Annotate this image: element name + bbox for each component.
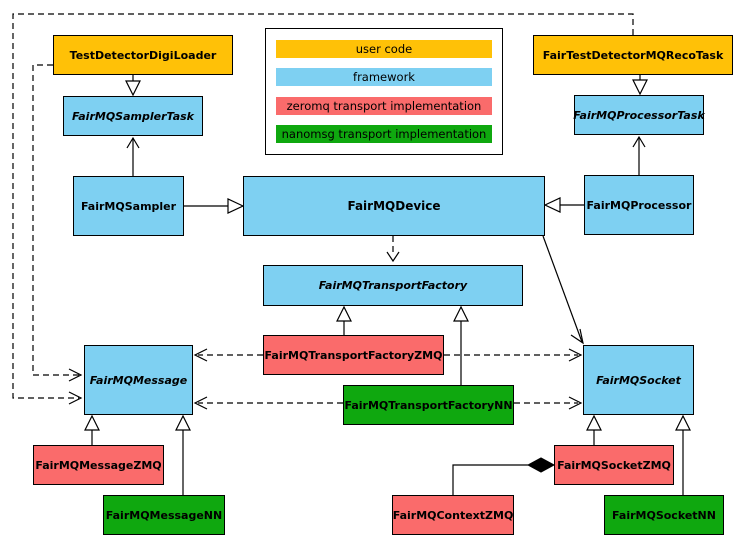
- edge-dashed-digiloader-to-message: [32, 64, 83, 382]
- class-box-fairmqprocessortask: FairMQProcessorTask: [573, 95, 705, 135]
- class-box-fairmqsocketzmq: FairMQSocketZMQ: [554, 445, 674, 485]
- class-label: FairMQContextZMQ: [392, 508, 514, 522]
- class-box-fairmqtransportfactorynn: FairMQTransportFactoryNN: [343, 385, 514, 425]
- edge-inherit-processor-device: [543, 197, 584, 213]
- class-label: FairTestDetectorMQRecoTask: [542, 48, 724, 62]
- legend-item-zeromq: zeromq transport implementation: [276, 96, 492, 115]
- edge-composition-socketzmq-contextzmq: [452, 457, 556, 495]
- class-box-fairmqsampler: FairMQSampler: [73, 176, 184, 236]
- class-box-fairmqcontextzmq: FairMQContextZMQ: [392, 495, 514, 535]
- edge-inherit-socketnn-socket: [675, 414, 691, 495]
- legend-box: user code framework zeromq transport imp…: [265, 28, 503, 155]
- class-box-fairmqmessagezmq: FairMQMessageZMQ: [33, 445, 164, 485]
- class-label: FairMQProcessorTask: [573, 108, 705, 122]
- class-box-fairmqdevice: FairMQDevice: [243, 176, 545, 236]
- class-box-fairmqprocessor: FairMQProcessor: [584, 175, 694, 235]
- edge-inherit-digiloader-samplertask: [125, 75, 141, 97]
- edge-dashed-device-transportfactory: [386, 236, 400, 263]
- edge-inherit-recotask-processortask: [632, 75, 648, 96]
- class-label: FairMQSocketZMQ: [557, 458, 671, 472]
- class-label: FairMQTransportFactoryZMQ: [264, 348, 443, 362]
- edge-inherit-factorynn-transportfactory: [453, 305, 469, 385]
- class-box-fairmqmessage: FairMQMessage: [84, 345, 193, 415]
- edge-assoc-sampler-samplertask: [126, 136, 140, 176]
- edge-dashed-factorynn-socket: [514, 396, 583, 410]
- edge-inherit-messagenn-message: [175, 414, 191, 495]
- edge-dashed-factoryzmq-message: [193, 348, 263, 362]
- class-label: FairMQSocketNN: [612, 508, 716, 522]
- class-label: FairMQDevice: [347, 199, 441, 213]
- edge-inherit-factoryzmq-transportfactory: [336, 305, 352, 335]
- edge-inherit-socketzmq-socket: [586, 414, 602, 445]
- edge-dashed-factoryzmq-socket: [444, 348, 583, 362]
- edge-assoc-device-socket: [542, 235, 584, 345]
- class-label: FairMQSocket: [596, 373, 681, 387]
- class-label: FairMQSamplerTask: [72, 109, 194, 123]
- class-box-fairmqsamplertask: FairMQSamplerTask: [63, 96, 203, 136]
- class-label: FairMQTransportFactory: [318, 279, 468, 292]
- legend-label: framework: [353, 70, 415, 85]
- class-box-testdetectordigiloader: TestDetectorDigiLoader: [53, 35, 233, 75]
- class-label: TestDetectorDigiLoader: [69, 48, 217, 62]
- legend-item-user-code: user code: [276, 39, 492, 58]
- class-label: FairMQTransportFactoryNN: [344, 398, 513, 412]
- legend-item-framework: framework: [276, 68, 492, 87]
- edge-inherit-messagezmq-message: [84, 414, 100, 445]
- class-box-fairmqtransportfactory: FairMQTransportFactory: [263, 265, 523, 306]
- edge-inherit-sampler-device: [184, 198, 245, 214]
- legend-label: zeromq transport implementation: [286, 98, 482, 113]
- class-label: FairMQMessage: [89, 373, 188, 387]
- class-box-fairmqmessagenn: FairMQMessageNN: [103, 495, 225, 535]
- class-label: FairMQProcessor: [586, 198, 692, 212]
- legend-item-nanomsg: nanomsg transport implementation: [276, 125, 492, 144]
- edge-assoc-processor-processortask: [632, 135, 646, 175]
- edge-dashed-recotask-to-message: [12, 13, 634, 405]
- class-box-fairmqsocket: FairMQSocket: [583, 345, 694, 415]
- legend-label: user code: [355, 41, 413, 56]
- legend-label: nanomsg transport implementation: [281, 127, 487, 142]
- class-label: FairMQMessageNN: [105, 508, 223, 522]
- class-box-fairtestdetectormqrecotask: FairTestDetectorMQRecoTask: [533, 35, 733, 75]
- class-box-fairmqtransportfactoryzmq: FairMQTransportFactoryZMQ: [263, 335, 444, 375]
- class-label: FairMQMessageZMQ: [35, 458, 162, 472]
- class-box-fairmqsocketnn: FairMQSocketNN: [604, 495, 724, 535]
- edge-dashed-factorynn-message: [193, 396, 343, 410]
- class-label: FairMQSampler: [80, 199, 177, 213]
